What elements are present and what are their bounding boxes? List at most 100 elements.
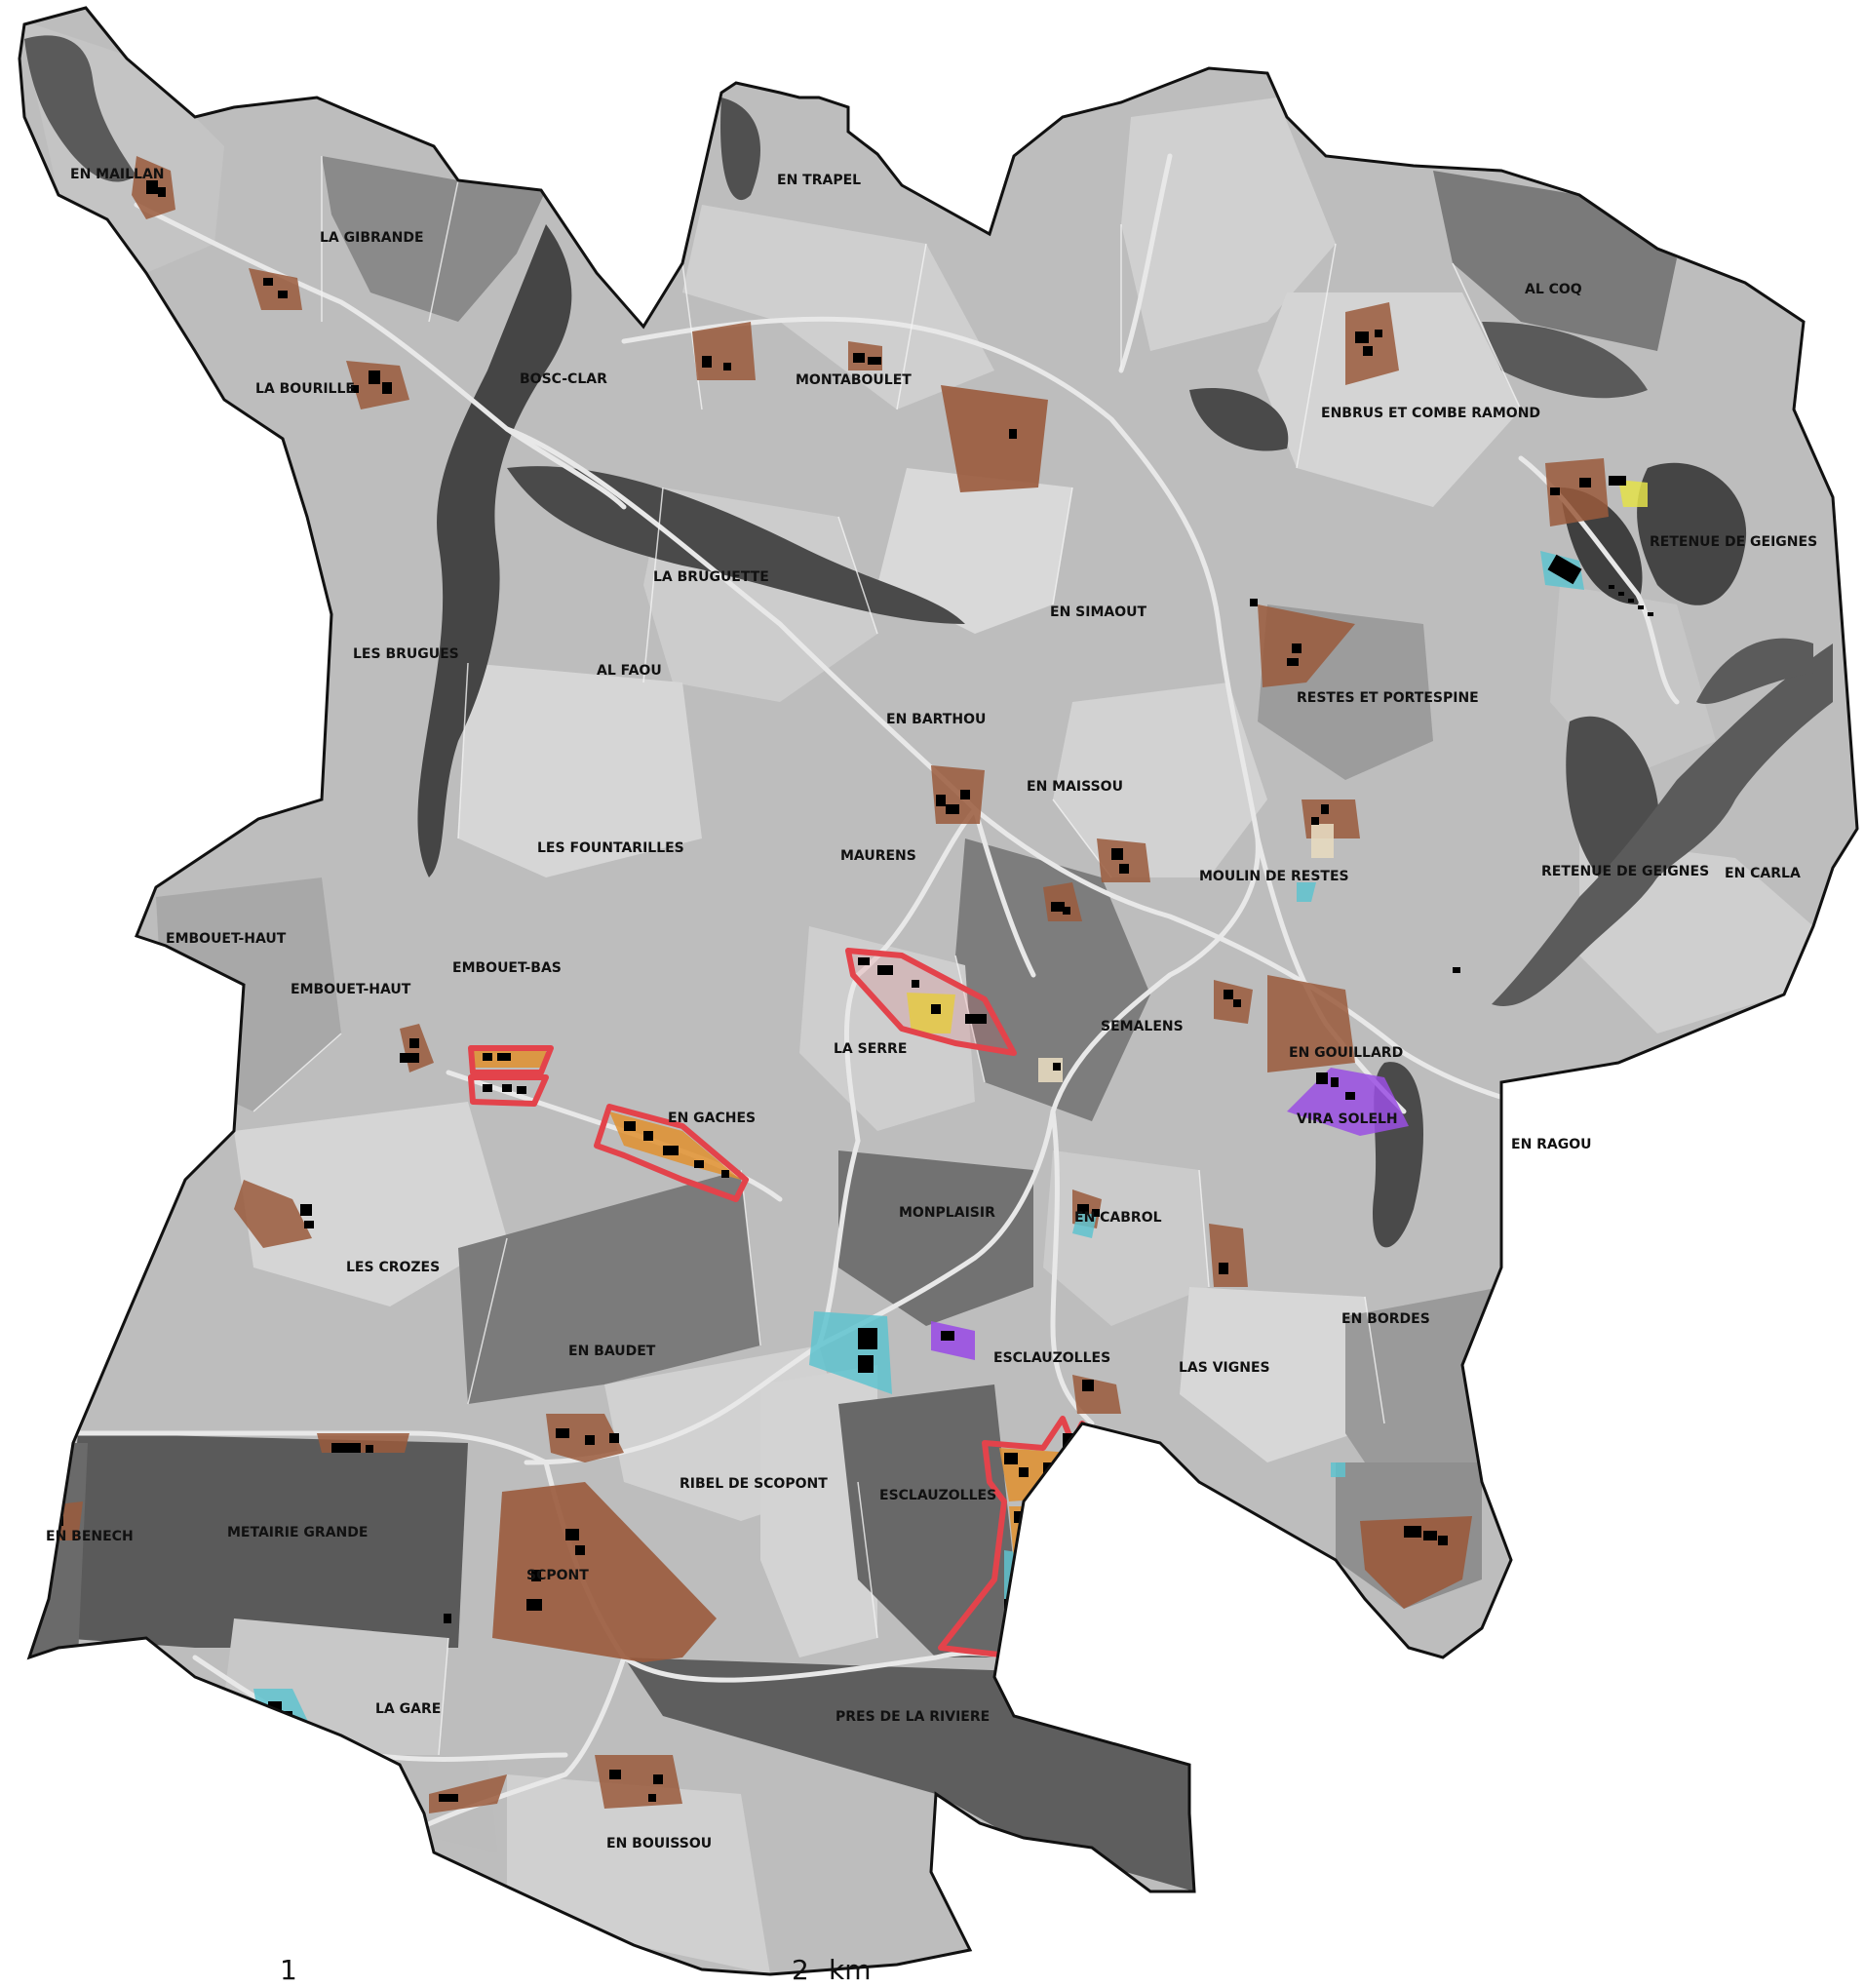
zone-brown: [249, 268, 302, 310]
urban-zone-en-gaches: [594, 1104, 749, 1202]
place-label: EN BARTHOU: [886, 712, 986, 727]
place-label: ESCLAUZOLLES: [993, 1350, 1110, 1366]
road: [621, 316, 1261, 1114]
zone-brown: [234, 1180, 312, 1248]
scale-bar: 1 2 km: [280, 1954, 872, 1986]
parcel: [1053, 682, 1267, 877]
parcel: [1180, 1287, 1384, 1462]
place-label: RESTES ET PORTESPINE: [1297, 690, 1479, 706]
zone-cyan: [1072, 1214, 1097, 1238]
parcel: [58, 1433, 468, 1648]
parcel: [1121, 97, 1336, 351]
place-label: MONTABOULET: [796, 372, 912, 388]
place-label: MAURENS: [840, 848, 916, 864]
road: [407, 1655, 627, 1836]
place-label: EN GOUILLARD: [1289, 1045, 1403, 1061]
zone-cyan: [1331, 1462, 1345, 1477]
place-label: EN GACHES: [668, 1111, 756, 1126]
place-label: BOSC-CLAR: [520, 371, 607, 387]
forest: [24, 35, 136, 182]
urban-zone-la-serre: [845, 948, 1017, 1056]
place-label: VIRA SOLELH: [1297, 1111, 1398, 1127]
place-label: LAS VIGNES: [1179, 1360, 1270, 1376]
zone-cyan: [1297, 882, 1316, 902]
place-label: RETENUE DE GEIGNES: [1650, 534, 1817, 550]
zone-brown: [1209, 1224, 1248, 1287]
place-label: SEMALENS: [1101, 1019, 1184, 1034]
place-label: EN BAUDET: [568, 1344, 656, 1359]
place-label: EN RAGOU: [1511, 1137, 1592, 1152]
zone-brown: [941, 385, 1048, 492]
place-label: EN CABROL: [1074, 1210, 1162, 1226]
zone-brown: [346, 361, 409, 409]
zone-brown: [429, 1774, 507, 1813]
place-label: RIBEL DE SCOPONT: [680, 1476, 828, 1492]
parcel: [682, 205, 994, 409]
place-label: LA SERRE: [834, 1041, 907, 1057]
parcel: [507, 1774, 770, 1974]
urban-zone-outlines: [468, 948, 1100, 1660]
place-label: EN MAILLAN: [70, 167, 165, 182]
place-label: LA BRUGUETTE: [653, 569, 769, 585]
parcel: [458, 663, 702, 877]
zone-brown: [1097, 838, 1150, 882]
place-label: LA GIBRANDE: [320, 230, 424, 246]
scale-tick-1: 1: [280, 1954, 297, 1986]
parcel: [799, 926, 975, 1131]
road: [134, 202, 627, 510]
field-parcels: [19, 19, 1813, 1974]
place-label: EMBOUET-HAUT: [291, 982, 411, 997]
place-label: LES FOUNTARILLES: [537, 840, 684, 856]
road: [843, 806, 978, 1144]
parcel-lines: [253, 156, 1522, 1813]
place-label: MONPLAISIR: [899, 1205, 995, 1221]
zone-brown: [317, 1433, 409, 1453]
parcel: [322, 156, 546, 322]
zone-brown: [1345, 302, 1399, 385]
place-label: EN CARLA: [1725, 866, 1801, 881]
place-label: SCPONT: [526, 1568, 589, 1583]
forest: [1637, 462, 1747, 605]
place-label: ESCLAUZOLLES: [879, 1488, 996, 1503]
place-label: METAIRIE GRANDE: [227, 1525, 368, 1540]
place-label: EN MAISSOU: [1027, 779, 1123, 795]
place-labels: EN MAILLAN LA GIBRANDE LA BOURILLE BOSC-…: [46, 167, 1817, 1852]
place-label: EN BOUISSOU: [606, 1836, 712, 1852]
scale-tick-2: 2: [792, 1954, 809, 1986]
parcel: [838, 1150, 1033, 1326]
parcel: [877, 468, 1072, 634]
forest: [1189, 388, 1289, 451]
zone-brown: [492, 1482, 717, 1662]
urban-zone-embouet-bas-2: [468, 1074, 549, 1107]
place-label: ENBRUS ET COMBE RAMOND: [1321, 406, 1540, 421]
place-label: EN BENECH: [46, 1529, 134, 1544]
place-label: RETENUE DE GEIGNES: [1541, 864, 1709, 879]
place-label: EN TRAPEL: [777, 173, 861, 188]
place-label: EN BORDES: [1341, 1311, 1430, 1327]
forest: [720, 97, 760, 201]
commune-boundary: [18, 6, 1859, 1976]
zone-yellow: [1618, 480, 1648, 507]
zone-brown: [595, 1755, 682, 1809]
retenue-de-geignes-water: [1492, 643, 1833, 1006]
parcel: [234, 1102, 507, 1306]
place-label: LA GARE: [375, 1701, 441, 1717]
place-label: AL COQ: [1525, 282, 1582, 297]
road: [972, 806, 1036, 978]
road: [1118, 153, 1173, 373]
road: [504, 426, 1641, 1134]
parcel: [838, 1384, 1024, 1657]
zone-brown: [1258, 604, 1355, 687]
place-label: EMBOUET-BAS: [452, 960, 562, 976]
road: [1050, 1109, 1095, 1426]
parcel: [458, 1170, 760, 1404]
place-label: AL FAOU: [597, 663, 662, 679]
forest: [417, 224, 572, 877]
parcel: [29, 1443, 88, 1657]
retenue-de-geignes-water-arm: [1696, 638, 1813, 705]
scale-unit: km: [829, 1954, 872, 1986]
place-label: EMBOUET-HAUT: [166, 931, 287, 947]
place-label: LES BRUGUES: [353, 646, 459, 662]
zone-brown: [931, 765, 985, 824]
